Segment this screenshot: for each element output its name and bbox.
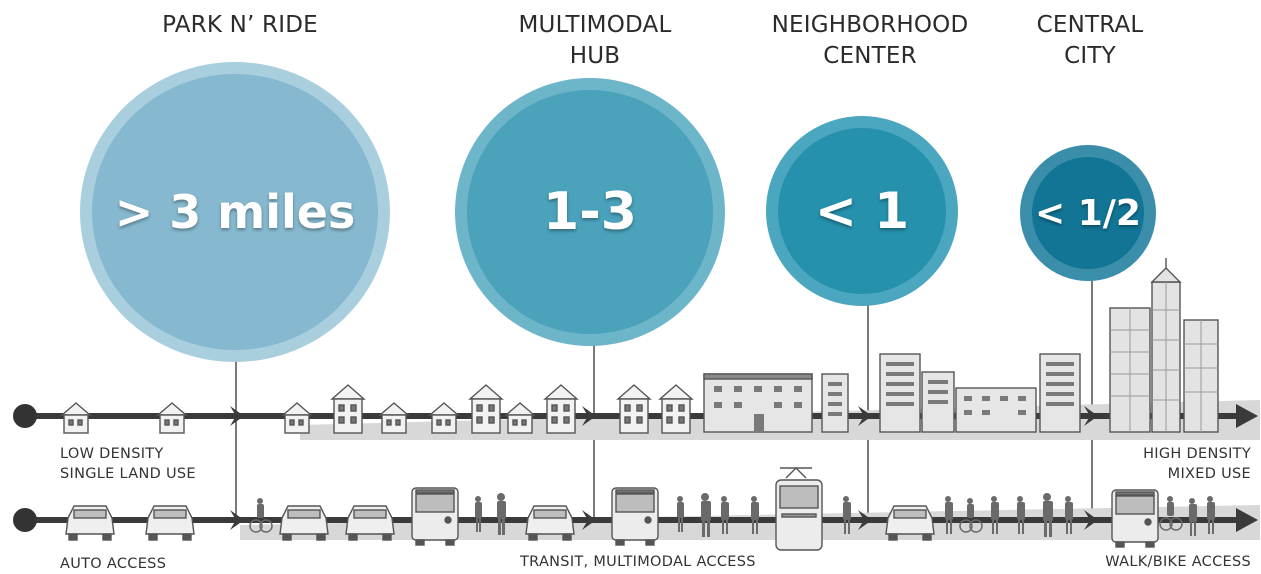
transit-multimodal-access-label: TRANSIT, MULTIMODAL ACCESS <box>520 554 756 570</box>
distance-park-n-ride: > 3 miles <box>114 185 356 239</box>
label-line2: CENTER <box>823 43 917 69</box>
label-line2: CITY <box>1064 43 1116 69</box>
label-line1: MULTIMODAL <box>518 12 672 38</box>
distance-multimodal-hub: 1-3 <box>543 182 637 242</box>
circle-neighborhood-center: < 1 <box>766 116 958 306</box>
access-axis-start-dot <box>13 508 37 532</box>
label-neighborhood-center: NEIGHBORHOOD CENTER <box>755 10 985 72</box>
circle-park-n-ride: > 3 miles <box>80 62 390 362</box>
streetcar <box>775 467 823 551</box>
circle-multimodal-hub: 1-3 <box>455 78 725 346</box>
label-park-n-ride: PARK N’ RIDE <box>130 10 350 41</box>
pedestrians <box>249 493 1215 537</box>
label-central-city: CENTRAL CITY <box>1000 10 1180 72</box>
access-axis-arrowhead <box>1236 508 1258 532</box>
label-line1: PARK N’ RIDE <box>162 12 318 38</box>
label-line2: HUB <box>569 43 621 69</box>
walk-bike-access-label: WALK/BIKE ACCESS <box>1105 554 1251 570</box>
circle-central-city: < 1/2 <box>1020 145 1156 281</box>
houses <box>60 384 694 434</box>
skyscraper-grid <box>1110 282 1218 432</box>
high-density-line1: HIGH DENSITY <box>1143 446 1251 462</box>
low-density-line1: LOW DENSITY <box>60 446 164 462</box>
buses <box>411 487 1159 548</box>
density-axis-start-dot <box>13 404 37 428</box>
low-density-line2: SINGLE LAND USE <box>60 466 196 482</box>
density-axis-arrowhead <box>1236 404 1258 428</box>
skyscrapers <box>1109 258 1219 433</box>
auto-access-label: AUTO ACCESS <box>60 556 167 572</box>
building-windows <box>714 362 1074 432</box>
distance-neighborhood-center: < 1 <box>814 182 910 240</box>
low-density-label: LOW DENSITY SINGLE LAND USE <box>60 444 196 484</box>
label-line1: NEIGHBORHOOD <box>771 12 969 38</box>
cars <box>65 505 935 541</box>
label-multimodal-hub: MULTIMODAL HUB <box>480 10 710 72</box>
high-density-label: HIGH DENSITY MIXED USE <box>1143 444 1251 484</box>
high-density-line2: MIXED USE <box>1167 466 1251 482</box>
distance-central-city: < 1/2 <box>1035 192 1141 234</box>
label-line1: CENTRAL <box>1036 12 1144 38</box>
